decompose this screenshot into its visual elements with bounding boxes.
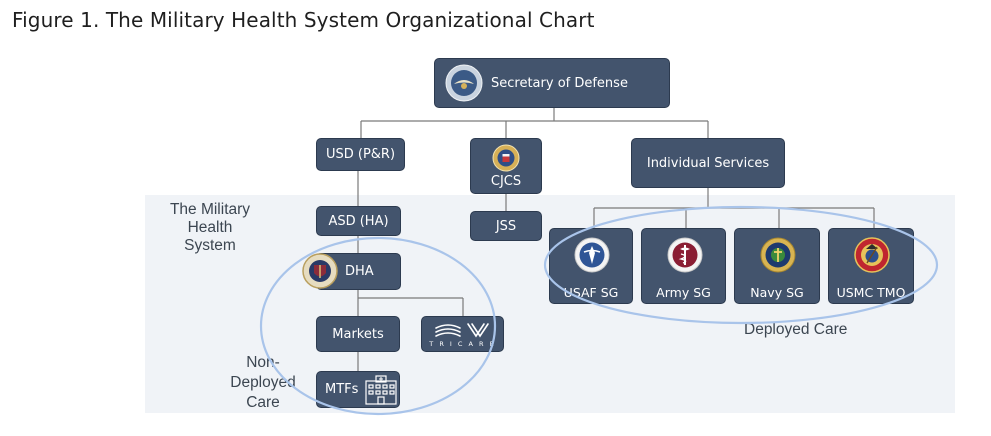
asd-ha-node[interactable]: ASD (HA) [316,206,401,236]
cjcs-node[interactable]: CJCS [470,138,542,194]
non-deployed-line1: Non- [246,354,280,371]
usaf-sg-label: USAF SG [563,285,619,300]
usmc-tmo-label: USMC TMO [836,285,906,300]
deployed-care-label: Deployed Care [744,321,848,338]
usd-pr-node[interactable]: USD (P&R) [316,138,405,171]
usmc-tmo-node[interactable]: USMC TMO [828,228,914,304]
navy-sg-label: Navy SG [750,285,804,300]
hospital-building-icon [365,374,398,405]
army-medical-seal-icon [667,237,703,273]
tricare-eagle-icon [434,323,489,338]
usd-pr-label: USD (P&R) [325,147,396,162]
individual-services-label: Individual Services [646,155,770,171]
jss-node[interactable]: JSS [470,211,542,241]
non-deployed-care-label: Non- Deployed Care [218,353,308,413]
individual-services-node[interactable]: Individual Services [631,138,785,188]
secretary-of-defense-node[interactable]: Secretary of Defense [434,58,670,108]
mtfs-label: MTFs [325,382,359,397]
non-deployed-line3: Care [246,394,280,411]
jss-label: JSS [495,218,517,234]
navy-medical-seal-icon [760,237,796,273]
navy-sg-node[interactable]: Navy SG [734,228,820,304]
mhs-label-line1: The Military Health [169,201,251,236]
secretary-of-defense-label: Secretary of Defense [491,75,628,91]
markets-node[interactable]: Markets [316,316,400,352]
tricare-label: T R I C A R E [429,340,496,348]
cjcs-seal-icon [492,144,520,171]
tricare-node[interactable]: T R I C A R E [421,316,504,352]
markets-label: Markets [332,326,384,342]
dha-seal-icon [302,253,338,289]
dod-seal-icon [445,64,483,102]
non-deployed-line2: Deployed [230,374,296,391]
usaf-sg-node[interactable]: USAF SG [549,228,633,304]
cjcs-label: CJCS [490,173,522,189]
mtfs-node[interactable]: MTFs [316,371,400,408]
figure-title: Figure 1. The Military Health System Org… [12,8,595,32]
dha-label: DHA [345,264,374,279]
usaf-seal-icon [574,237,610,273]
usmc-seal-icon [854,237,890,273]
army-sg-label: Army SG [656,285,711,300]
asd-ha-label: ASD (HA) [328,213,389,229]
mhs-label: The Military Health System [146,201,274,255]
army-sg-node[interactable]: Army SG [641,228,726,304]
mhs-label-line2: System [184,237,236,254]
